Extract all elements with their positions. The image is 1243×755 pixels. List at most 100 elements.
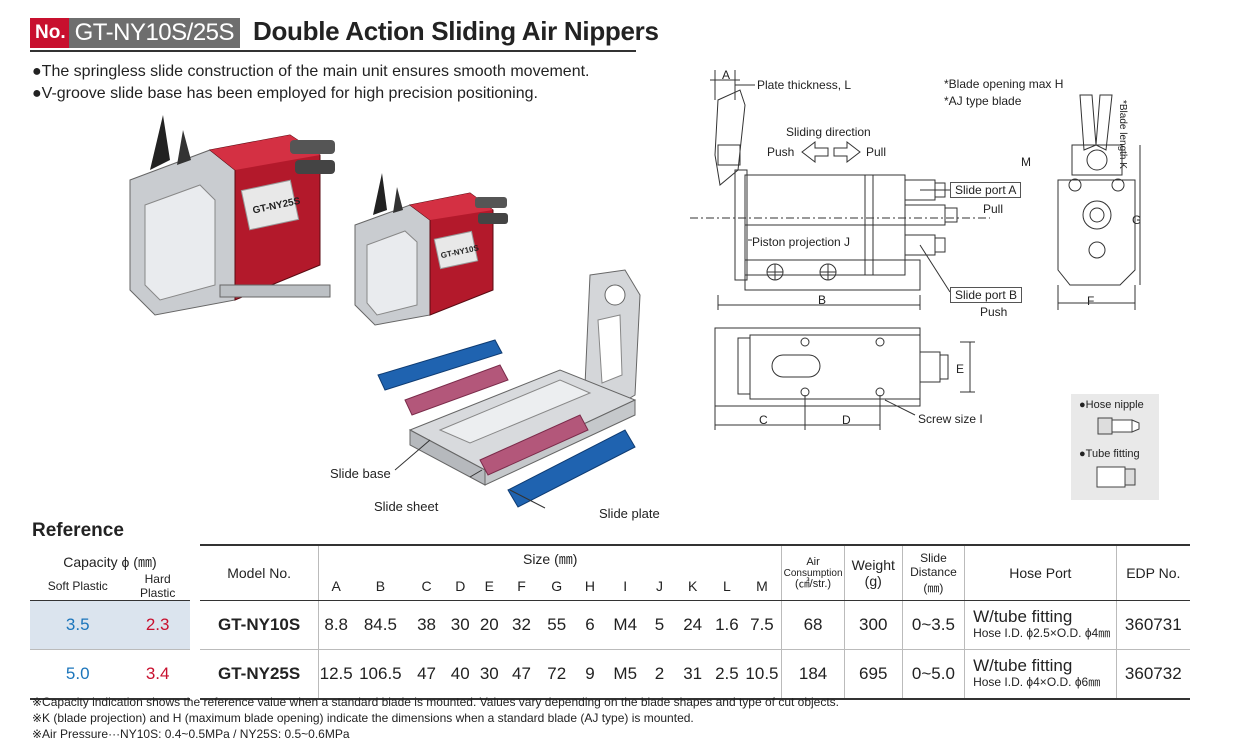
size-m: 10.5 bbox=[742, 649, 782, 700]
soft-plastic-header: Soft Plastic bbox=[30, 572, 126, 601]
size-col-b: B bbox=[353, 572, 408, 601]
size-e: 20 bbox=[474, 600, 504, 650]
plate-thickness-label: Plate thickness, L bbox=[757, 78, 852, 92]
dim-a-label: A bbox=[722, 68, 731, 82]
size-col-e: E bbox=[474, 572, 504, 601]
product-photo-small: GT-NY10S bbox=[354, 173, 508, 326]
page-title: Double Action Sliding Air Nippers bbox=[253, 16, 659, 46]
slide-distance-header-1: Slide Distance bbox=[910, 550, 957, 579]
air-header-1: Air bbox=[806, 555, 820, 568]
hose-port-main: W/tube fitting bbox=[973, 656, 1073, 675]
size-f: 32 bbox=[503, 600, 540, 650]
piston-projection-label: Piston projection J bbox=[752, 235, 851, 249]
hose-port-main: W/tube fitting bbox=[973, 607, 1073, 626]
blade-opening-label: *Blade opening max H bbox=[944, 77, 1064, 91]
size-i: M4 bbox=[605, 600, 645, 650]
pull-port-label: Pull bbox=[983, 202, 1004, 216]
tube-fitting-label: ●Tube fitting bbox=[1079, 448, 1140, 460]
size-c: 38 bbox=[407, 600, 446, 650]
size-col-h: H bbox=[574, 572, 606, 601]
feature-2: ●V-groove slide base has been employed f… bbox=[32, 85, 538, 102]
slide-sheet-label: Slide sheet bbox=[374, 499, 439, 514]
size-col-i: I bbox=[605, 572, 645, 601]
pull-label: Pull bbox=[866, 145, 887, 159]
size-a: 12.5 bbox=[318, 649, 354, 700]
table-row: 5.0 3.4 GT-NY25S 12.5 106.5 47 40 30 47 … bbox=[30, 649, 1190, 700]
air-header-3: (㎤/str.) bbox=[795, 577, 832, 590]
note-capacity: ※Capacity indication shows the reference… bbox=[32, 695, 840, 709]
model-no-header: Model No. bbox=[200, 544, 319, 601]
slide-plate-label: Slide plate bbox=[599, 506, 660, 521]
feature-1: ●The springless slide construction of th… bbox=[32, 63, 590, 80]
size-col-c: C bbox=[407, 572, 446, 601]
size-l: 2.5 bbox=[711, 649, 743, 700]
weight: 695 bbox=[843, 649, 903, 700]
push-port-label: Push bbox=[980, 305, 1008, 319]
size-col-d: D bbox=[445, 572, 475, 601]
size-k: 31 bbox=[674, 649, 712, 700]
hose-nipple-label: ●Hose nipple bbox=[1079, 399, 1144, 411]
size-g: 72 bbox=[539, 649, 575, 700]
model-cell: GT-NY10S bbox=[200, 600, 319, 650]
slide-distance-header-2: (㎜) bbox=[923, 580, 944, 595]
slide-port-b-label: Slide port B bbox=[950, 287, 1023, 303]
size-col-j: J bbox=[644, 572, 674, 601]
edp-number: 360731 bbox=[1115, 600, 1190, 650]
size-col-a: A bbox=[318, 572, 354, 601]
size-k: 24 bbox=[674, 600, 712, 650]
hose-nipple-icon bbox=[1097, 417, 1140, 435]
size-j: 5 bbox=[644, 600, 674, 650]
note-blade: ※K (blade projection) and H (maximum bla… bbox=[32, 711, 694, 725]
size-d: 30 bbox=[445, 600, 475, 650]
hose-port-header: Hose Port bbox=[964, 544, 1117, 601]
dim-e-label: E bbox=[956, 362, 965, 376]
dim-m-label: M bbox=[1021, 155, 1031, 169]
dimension-drawing-front bbox=[1057, 94, 1141, 310]
edp-number: 360732 bbox=[1115, 649, 1190, 700]
size-a: 8.8 bbox=[318, 600, 354, 650]
note-air-pressure: ※Air Pressure···NY10S: 0.4~0.5MPa / NY25… bbox=[32, 727, 350, 741]
size-col-m: M bbox=[742, 572, 782, 601]
reference-heading: Reference bbox=[32, 520, 124, 541]
size-col-l: L bbox=[711, 572, 743, 601]
hard-capacity: 2.3 bbox=[125, 600, 190, 650]
size-e: 30 bbox=[474, 649, 504, 700]
size-f: 47 bbox=[503, 649, 540, 700]
dim-c-label: C bbox=[759, 413, 768, 427]
size-col-f: F bbox=[503, 572, 540, 601]
sliding-direction-label: Sliding direction bbox=[786, 125, 871, 139]
air-header-2: Consumption bbox=[783, 567, 843, 579]
slide-distance: 0~3.5 bbox=[901, 600, 965, 650]
spec-table: Capacity ϕ (㎜) Model No. Size (㎜) Air Co… bbox=[30, 544, 1190, 700]
size-l: 1.6 bbox=[711, 600, 743, 650]
hose-port-sub: Hose I.D. ϕ2.5×O.D. ϕ4㎜ bbox=[973, 626, 1111, 640]
size-i: M5 bbox=[605, 649, 645, 700]
air-consumption: 184 bbox=[781, 649, 845, 700]
dim-b-label: B bbox=[818, 293, 827, 307]
size-m: 7.5 bbox=[742, 600, 782, 650]
capacity-header: Capacity ϕ (㎜) bbox=[63, 554, 157, 570]
dim-f-label: F bbox=[1087, 294, 1095, 308]
size-b: 84.5 bbox=[353, 600, 408, 650]
weight: 300 bbox=[843, 600, 903, 650]
slide-base-label: Slide base bbox=[330, 466, 391, 481]
fitting-legend: ●Hose nipple ●Tube fitting bbox=[1071, 394, 1159, 500]
model-cell: GT-NY25S bbox=[200, 649, 319, 700]
size-j: 2 bbox=[644, 649, 674, 700]
size-col-k: K bbox=[674, 572, 712, 601]
hard-plastic-header: Hard Plastic bbox=[125, 572, 190, 601]
dim-g-label: G bbox=[1132, 213, 1142, 227]
size-g: 55 bbox=[539, 600, 575, 650]
dim-d-label: D bbox=[842, 413, 851, 427]
tube-fitting-icon bbox=[1096, 466, 1136, 488]
hard-capacity: 3.4 bbox=[125, 649, 190, 700]
size-col-g: G bbox=[539, 572, 575, 601]
weight-header-2: (g) bbox=[864, 573, 882, 589]
hose-port-sub: Hose I.D. ϕ4×O.D. ϕ6㎜ bbox=[973, 675, 1101, 689]
no-label: No. bbox=[30, 18, 69, 48]
size-header: Size (㎜) bbox=[318, 544, 782, 572]
screw-size-label: Screw size I bbox=[918, 412, 983, 426]
slide-exploded-view bbox=[377, 269, 641, 509]
slide-distance: 0~5.0 bbox=[901, 649, 965, 700]
dimension-drawing-side bbox=[690, 70, 990, 430]
